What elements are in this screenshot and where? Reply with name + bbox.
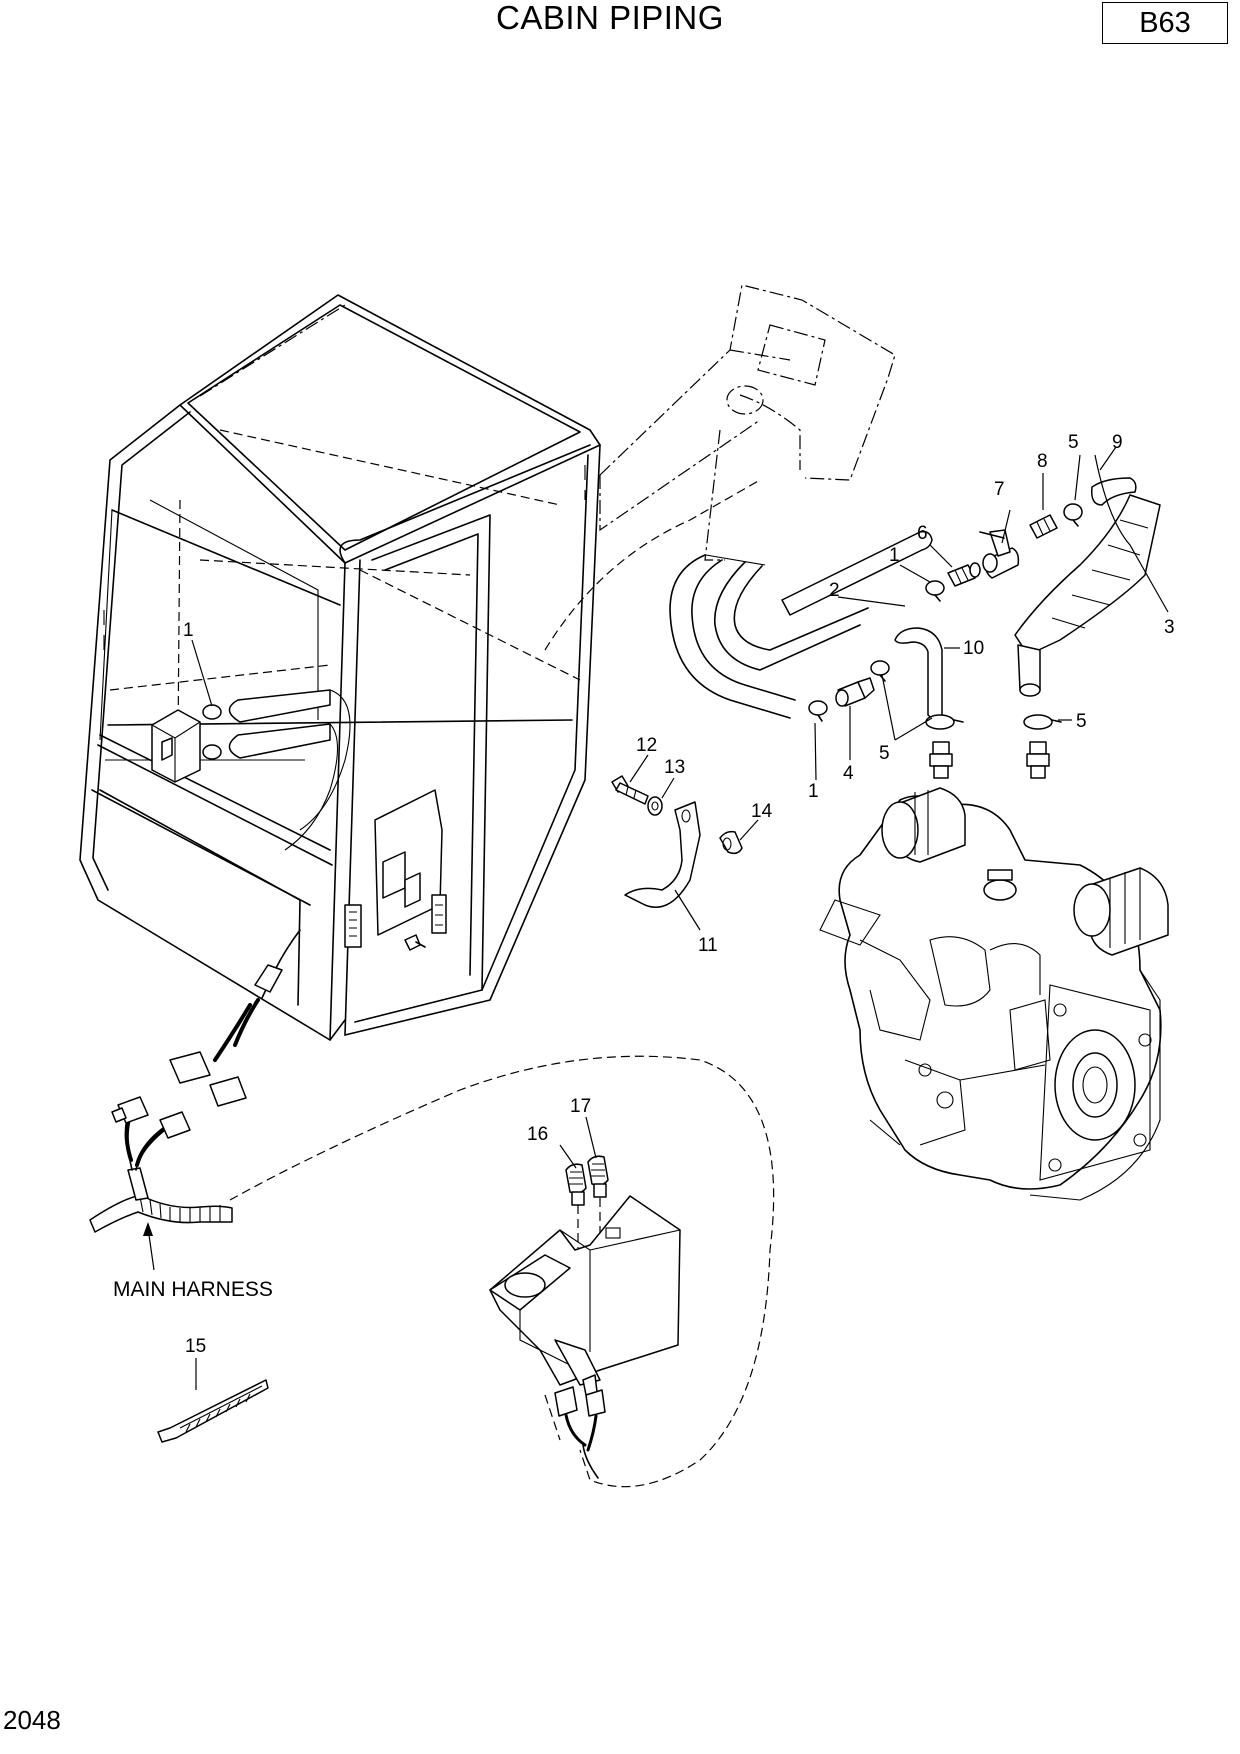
bracket-11 (624, 801, 701, 908)
main-harness (89, 929, 775, 1488)
callout-1-bottom: 1 (808, 781, 819, 802)
bolt-12 (611, 775, 649, 805)
connector-4 (835, 677, 875, 707)
main-harness-label: MAIN HARNESS (113, 1278, 273, 1301)
clamp-5-mid (870, 660, 890, 682)
callout-12: 12 (636, 735, 657, 756)
nut-14 (719, 830, 743, 855)
elbow-hose-10 (894, 627, 943, 720)
callout-numbers: 1 1 1 2 3 4 5 5 5 6 7 8 9 10 11 12 13 14… (113, 432, 1175, 1357)
nipple-right (1026, 741, 1050, 779)
callout-9: 9 (1112, 432, 1123, 453)
leader-lines (143, 446, 1169, 1390)
page-code-box: B63 (1102, 2, 1228, 44)
callout-5-top: 5 (1068, 432, 1079, 453)
cabin-frame (79, 294, 601, 1041)
callout-1-top: 1 (889, 545, 900, 566)
nipple-left (929, 741, 953, 779)
fitting-8 (1029, 514, 1058, 539)
clamp-1-mid (808, 700, 828, 722)
callout-3: 3 (1164, 617, 1175, 638)
callout-2: 2 (829, 580, 840, 601)
insulation-sleeve-3 (1014, 494, 1161, 697)
washer-13 (647, 796, 663, 816)
callout-8: 8 (1037, 451, 1048, 472)
valve-7 (979, 529, 1020, 579)
callout-11: 11 (698, 935, 718, 956)
callout-5-bottom: 5 (879, 743, 890, 764)
page-title: CABIN PIPING (496, 0, 724, 36)
callout-14: 14 (751, 801, 773, 822)
switch-16 (565, 1163, 587, 1206)
floor-tunnel-outline (544, 284, 896, 651)
callout-10: 10 (963, 638, 984, 659)
cable-tie-15 (157, 1379, 269, 1443)
callout-17: 17 (570, 1096, 591, 1117)
clamp-5-low-right (1023, 714, 1062, 730)
callout-4: 4 (843, 763, 854, 784)
hose-9 (1090, 477, 1137, 506)
engine (819, 787, 1169, 1201)
callout-16: 16 (527, 1124, 548, 1145)
clamp-5-top (1063, 503, 1083, 527)
switch-17 (587, 1155, 609, 1198)
callout-5-right: 5 (1076, 711, 1087, 732)
hose-2 (781, 530, 933, 616)
page-number: 2048 (3, 1705, 61, 1735)
callout-6: 6 (917, 523, 928, 544)
callout-1-cabin: 1 (183, 620, 194, 641)
fitting-6 (947, 562, 981, 587)
callout-13: 13 (664, 757, 685, 778)
clamp-1-top (925, 580, 945, 602)
callout-7: 7 (994, 479, 1005, 500)
clamp-5-low-left (925, 714, 964, 730)
callout-15: 15 (185, 1336, 206, 1357)
monitor-housing (489, 1195, 681, 1479)
floor-hoses (669, 554, 869, 719)
